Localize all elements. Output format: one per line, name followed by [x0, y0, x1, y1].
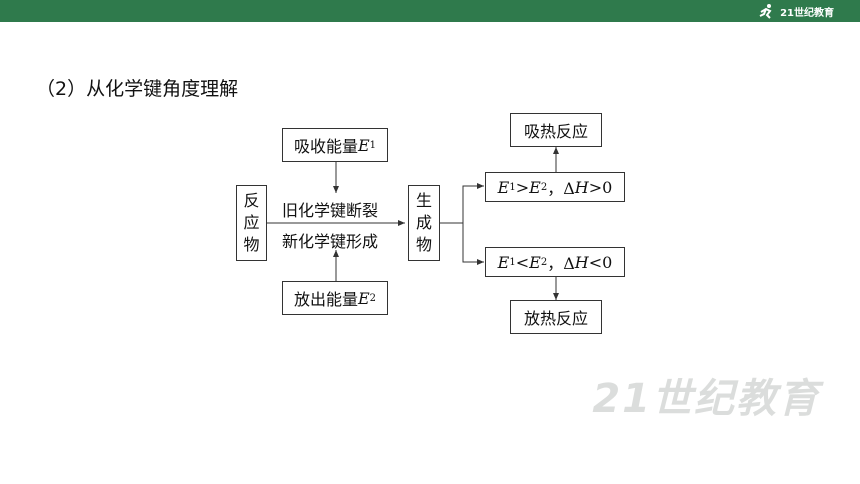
reactant-char: 物: [243, 235, 260, 254]
exothermic-box: 放热反应: [510, 300, 602, 334]
product-box: 生 成 物: [408, 185, 440, 261]
brand-text: 21世纪教育: [780, 7, 834, 19]
branch-up-arrow: [462, 183, 484, 223]
endothermic-box: 吸热反应: [510, 113, 602, 147]
product-char: 生: [415, 191, 432, 210]
section-title: （2）从化学键角度理解: [36, 78, 239, 100]
reactant-char: 应: [243, 213, 260, 232]
runner-logo-icon: [759, 4, 772, 19]
product-char: 成: [415, 213, 432, 232]
reactant-char: 反: [243, 191, 260, 210]
header-bar: 21世纪教育: [0, 0, 860, 22]
form-new-bonds-label: 新化学键形成: [282, 232, 379, 251]
product-char: 物: [415, 235, 432, 254]
branch-down-arrow: [462, 223, 484, 265]
watermark-logo: 21世纪教育: [592, 376, 820, 422]
break-old-bonds-label: 旧化学键断裂: [282, 201, 379, 220]
brand-logo: 21世纪教育: [758, 2, 834, 20]
reactant-box: 反 应 物: [236, 185, 267, 261]
